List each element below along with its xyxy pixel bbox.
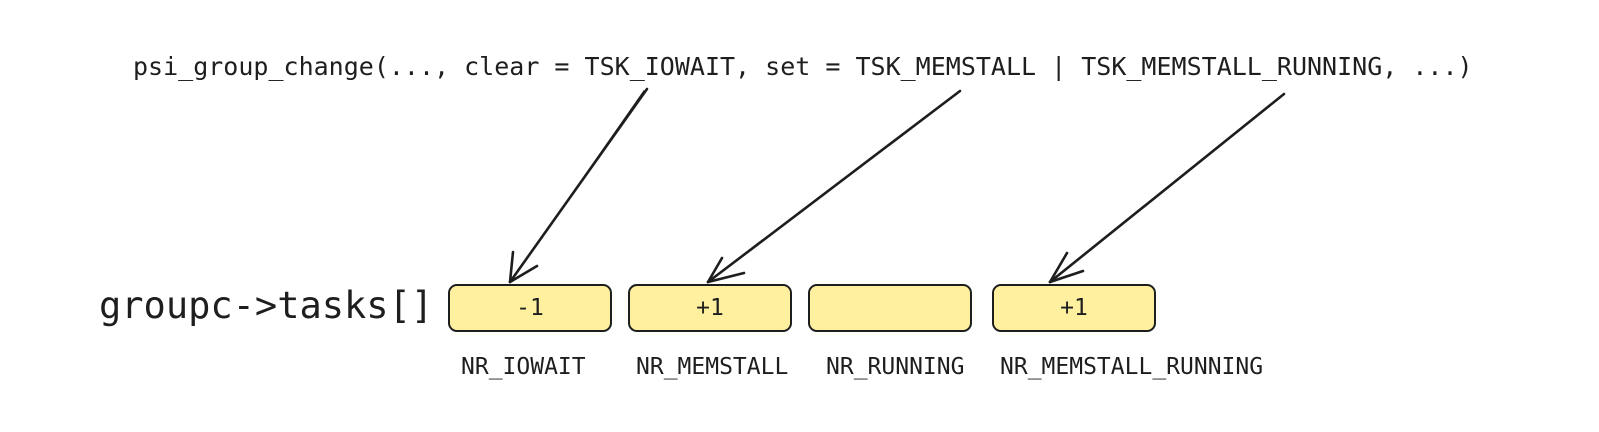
label-nr-iowait: NR_IOWAIT <box>461 354 586 380</box>
cell-nr-memstall-running: +1 <box>992 284 1156 332</box>
cell-nr-running <box>808 284 972 332</box>
array-label: groupc->tasks[] <box>99 284 434 327</box>
cell-value: +1 <box>1060 295 1088 321</box>
arrow-set-memstall-running <box>1048 92 1286 284</box>
cell-value: +1 <box>696 295 724 321</box>
label-nr-memstall: NR_MEMSTALL <box>636 354 789 380</box>
cell-nr-iowait: -1 <box>448 284 612 332</box>
label-nr-memstall-running: NR_MEMSTALL_RUNNING <box>1000 354 1264 380</box>
label-nr-running: NR_RUNNING <box>826 354 965 380</box>
arrow-set-memstall <box>706 89 962 284</box>
cell-value: -1 <box>516 295 544 321</box>
cell-nr-memstall: +1 <box>628 284 792 332</box>
arrow-clear-iowait <box>508 87 649 284</box>
function-call-text: psi_group_change(..., clear = TSK_IOWAIT… <box>133 52 1473 81</box>
